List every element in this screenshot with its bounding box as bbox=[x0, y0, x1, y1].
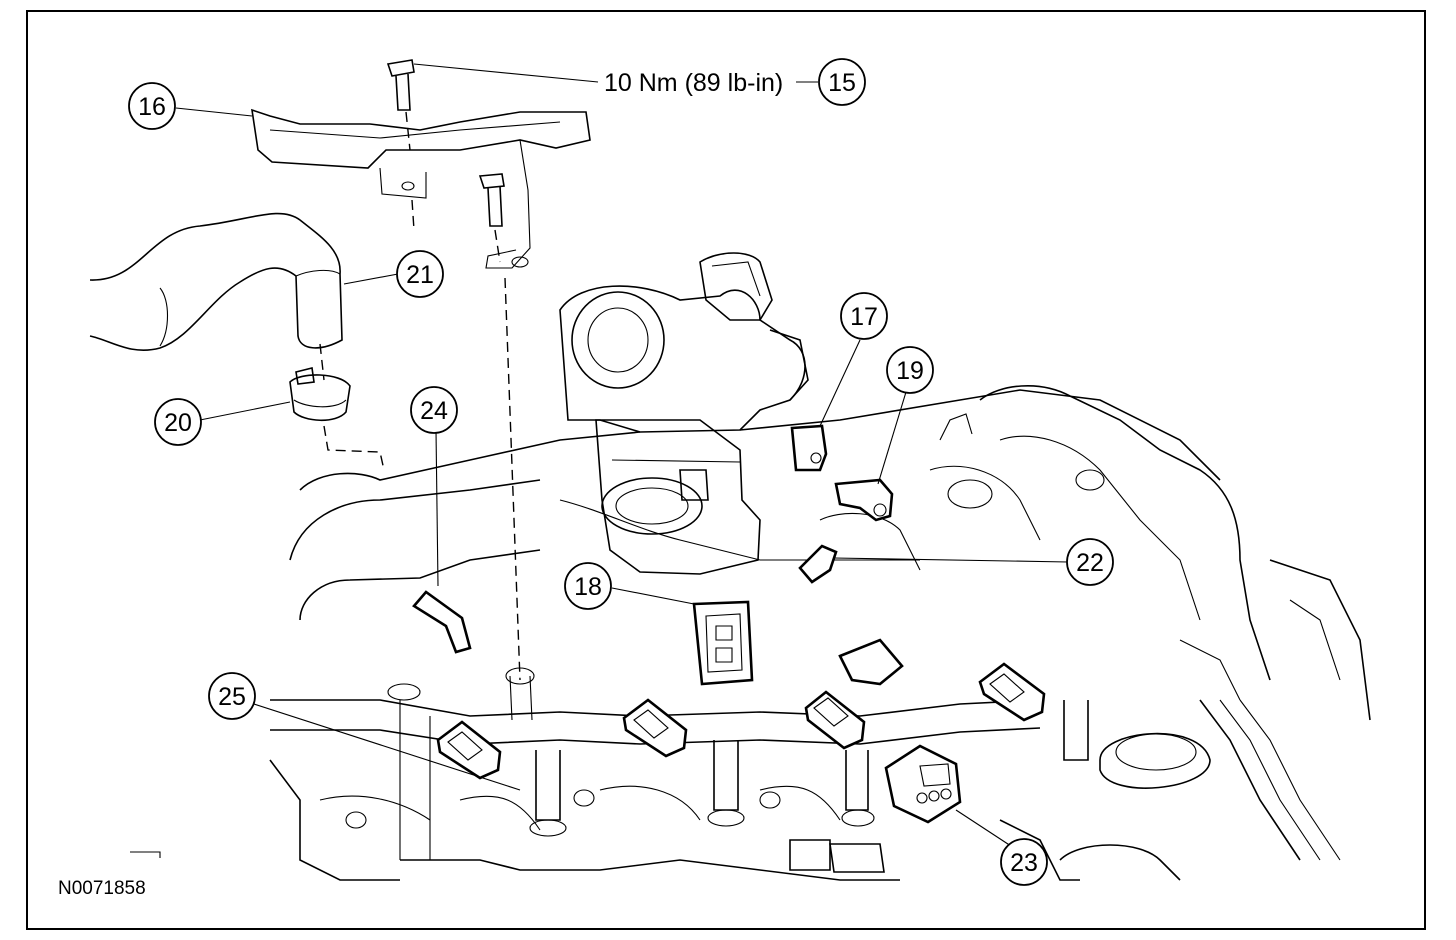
torque-spec-label: 10 Nm (89 lb-in) bbox=[604, 69, 783, 97]
bracket-part bbox=[251, 108, 591, 269]
callout-25-label: 25 bbox=[218, 683, 246, 711]
callout-20: 20 bbox=[154, 398, 202, 446]
callout-22: 22 bbox=[1066, 538, 1114, 586]
callout-21-label: 21 bbox=[406, 261, 434, 289]
callout-20-label: 20 bbox=[164, 409, 192, 437]
injectors bbox=[529, 700, 1089, 837]
diagram-frame bbox=[26, 10, 1426, 930]
callout-23: 23 bbox=[1000, 838, 1048, 886]
engine-line-art bbox=[89, 59, 1371, 881]
callout-24-label: 24 bbox=[420, 397, 448, 425]
callout-25: 25 bbox=[208, 672, 256, 720]
clamp-part bbox=[289, 367, 351, 422]
callout-19: 19 bbox=[886, 346, 934, 394]
injector-connectors-25 bbox=[436, 638, 1046, 780]
bolt-15 bbox=[386, 59, 415, 151]
callout-17: 17 bbox=[840, 292, 888, 340]
sensor-22 bbox=[798, 544, 838, 584]
throttle-body bbox=[559, 252, 809, 433]
callout-18-label: 18 bbox=[574, 573, 602, 601]
callout-16-label: 16 bbox=[138, 93, 166, 121]
callout-19-label: 19 bbox=[896, 357, 924, 385]
hose-part bbox=[89, 212, 343, 351]
callout-15: 15 bbox=[818, 58, 866, 106]
bracket-stud-line bbox=[411, 199, 415, 231]
callout-22-label: 22 bbox=[1076, 549, 1104, 577]
engine-block bbox=[130, 699, 1341, 881]
figure-id: N0071858 bbox=[58, 878, 146, 899]
sensor-19 bbox=[834, 478, 894, 522]
bolt-lower bbox=[478, 173, 521, 681]
connector-18 bbox=[692, 600, 754, 686]
callout-17-label: 17 bbox=[850, 303, 878, 331]
connector-23 bbox=[884, 744, 962, 824]
callout-23-label: 23 bbox=[1010, 849, 1038, 877]
sensor-17 bbox=[790, 424, 828, 472]
hose-clamp-line bbox=[319, 343, 325, 381]
callout-16: 16 bbox=[128, 82, 176, 130]
callout-24: 24 bbox=[410, 386, 458, 434]
callout-18: 18 bbox=[564, 562, 612, 610]
intake-manifold bbox=[289, 385, 1371, 721]
callout-15-label: 15 bbox=[828, 69, 856, 97]
leader-lines bbox=[175, 63, 1069, 849]
egr-valve bbox=[595, 419, 761, 575]
hose-24 bbox=[412, 590, 472, 654]
callout-21: 21 bbox=[396, 250, 444, 298]
clamp-line bbox=[323, 425, 385, 471]
